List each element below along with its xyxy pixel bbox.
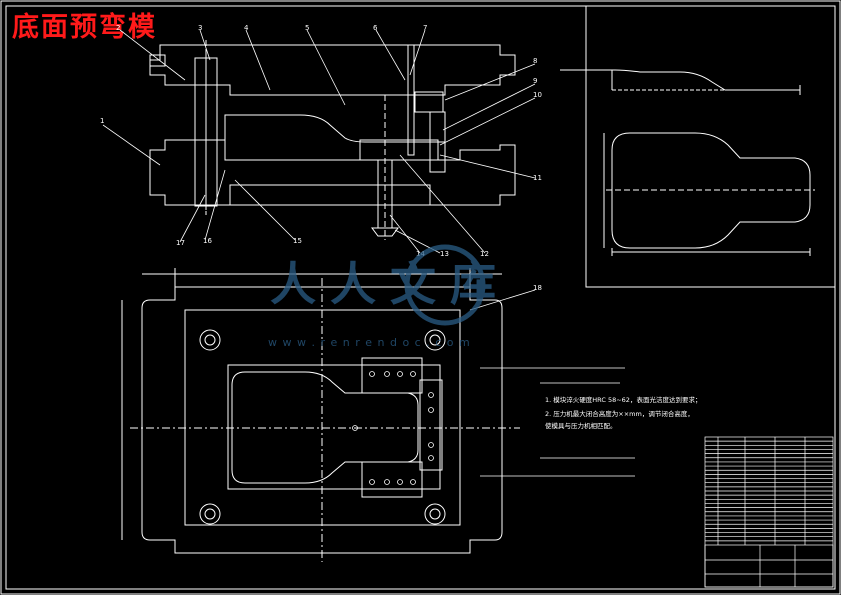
section-view [149,40,516,240]
part-number-6: 6 [373,24,378,32]
part-number-10: 10 [533,91,542,99]
leader-lines [102,29,536,254]
section-markers [469,289,635,477]
note-line-3: 使模具与压力机相匹配。 [545,421,617,430]
part-number-9: 9 [533,77,537,85]
bolt-holes [352,371,434,485]
part-number-4: 4 [244,24,249,32]
drawing-title: 底面预弯模 [12,12,157,43]
part-number-2: 2 [116,24,120,32]
part-number-12: 12 [480,250,489,258]
part-number-15: 15 [293,237,302,245]
part-number-7: 7 [423,24,427,32]
part-numbers: 1 2 3 4 5 6 7 8 9 10 11 12 13 14 15 16 1… [100,24,542,292]
note-line-2: 2. 压力机最大闭合高度为××mm，调节闭合高度， [545,409,694,418]
part-number-18: 18 [533,284,542,292]
part-number-8: 8 [533,57,537,65]
part-number-1: 1 [100,117,104,125]
plan-view [121,268,520,562]
part-number-5: 5 [305,24,309,32]
watermark: 人人文库 w w w . r e n r e n d o c . c o m [268,244,510,349]
technical-notes: 1. 模块淬火硬度HRC 58~62，表面光洁度达到要求； 2. 压力机最大闭合… [545,395,701,430]
part-number-13: 13 [440,250,449,258]
part-number-16: 16 [203,237,212,245]
part-number-11: 11 [533,174,542,182]
title-block [704,436,834,588]
part-number-17: 17 [176,239,185,247]
part-number-3: 3 [198,24,202,32]
note-line-1: 1. 模块淬火硬度HRC 58~62，表面光洁度达到要求； [545,395,701,404]
part-detail-view [560,69,815,256]
watermark-text: 人人文库 [270,257,510,311]
watermark-url: w w w . r e n r e n d o c . c o m [268,336,471,349]
